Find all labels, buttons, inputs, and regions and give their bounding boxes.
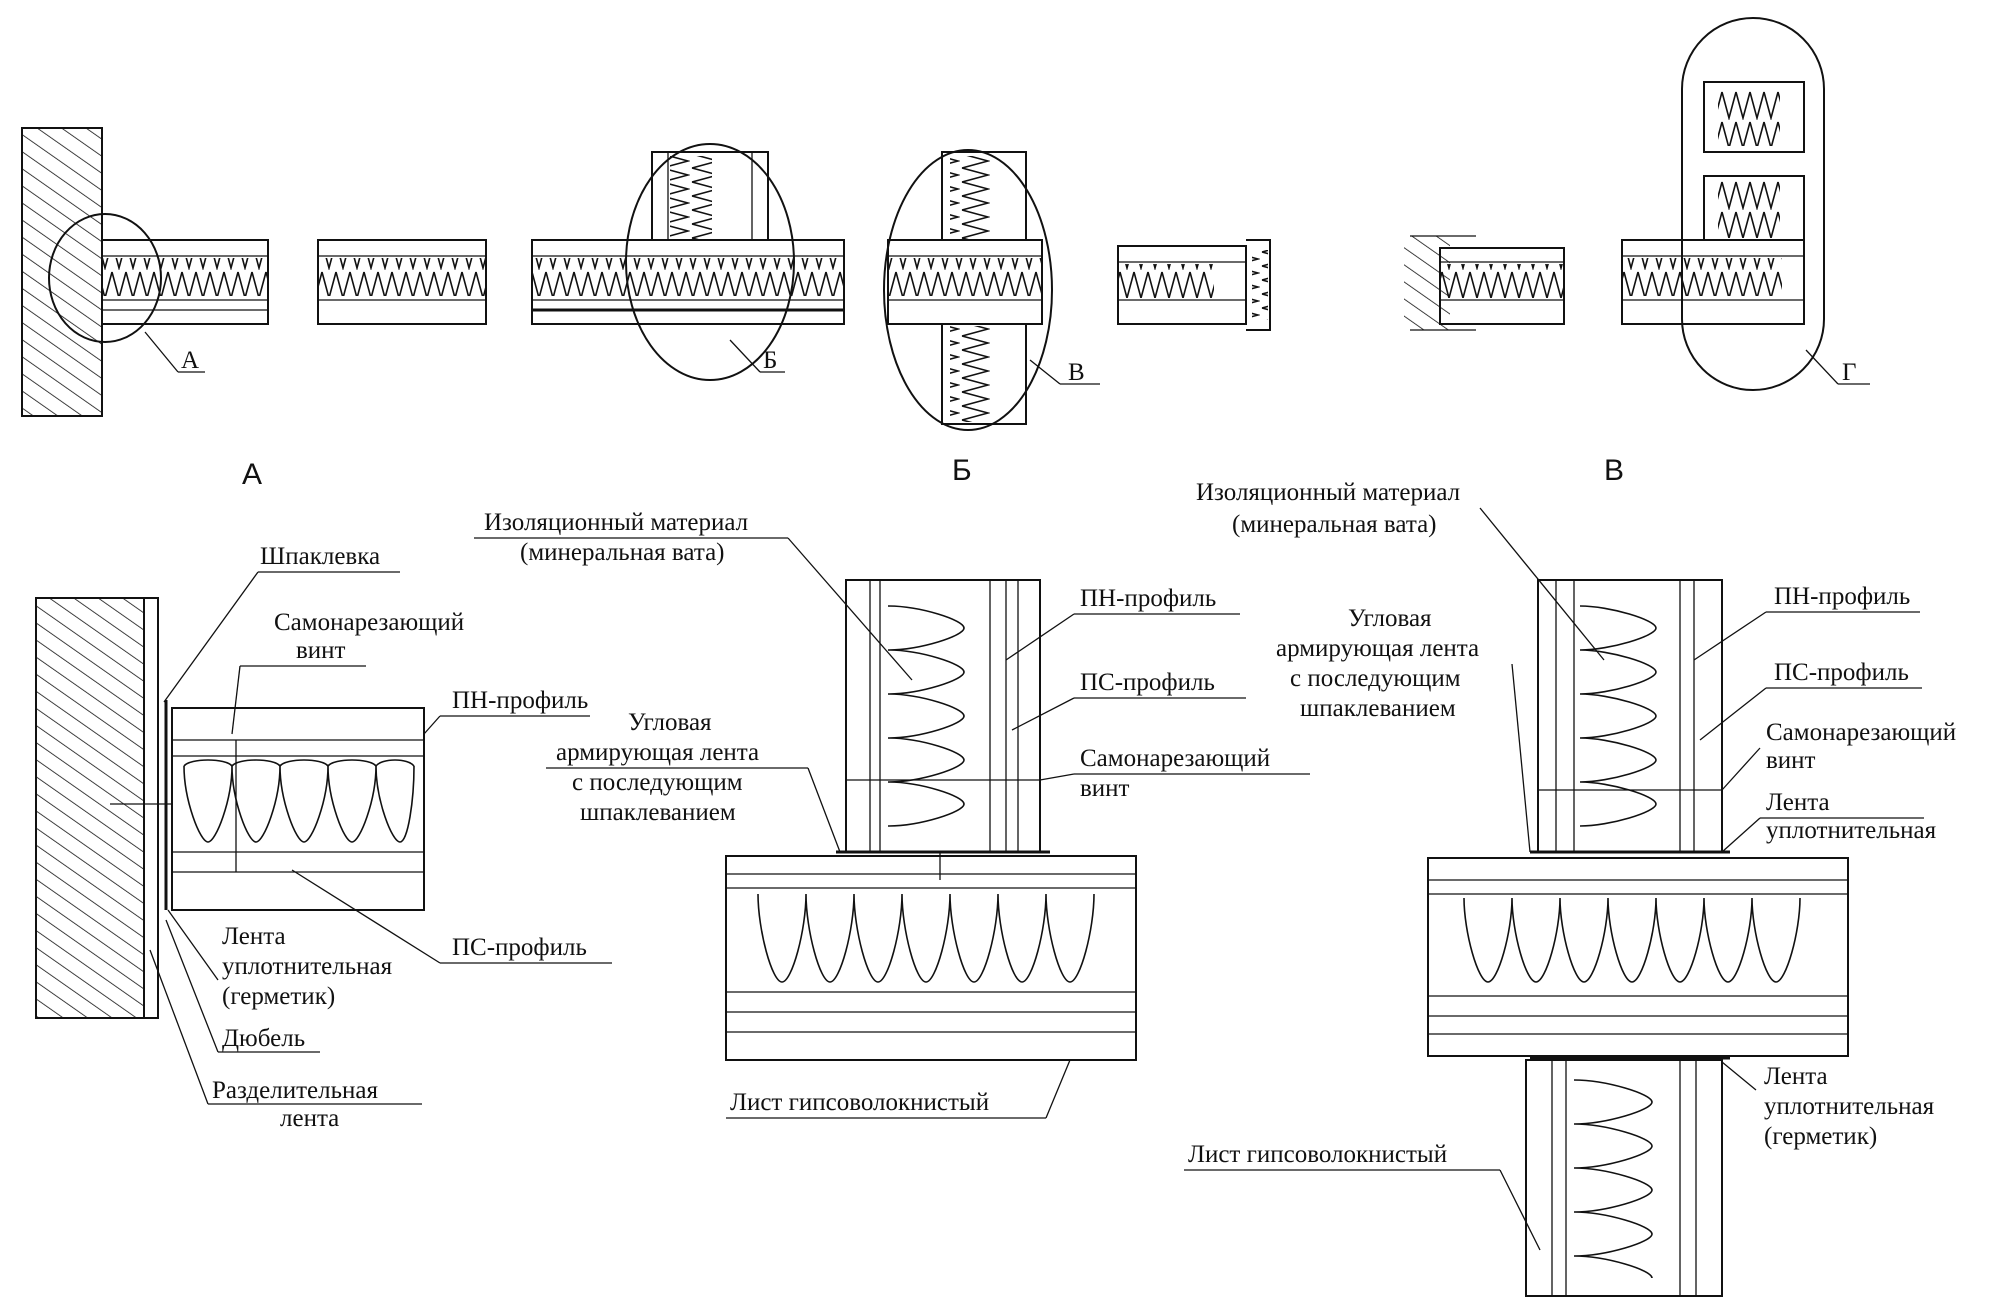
label-seal-a-2: уплотнительная xyxy=(222,953,393,980)
label-seal-v-bottom-3: (герметик) xyxy=(1764,1123,1877,1150)
label-seal-v-bottom-1: Лента xyxy=(1764,1063,1828,1090)
label-ps-profile-b: ПС-профиль xyxy=(1080,669,1215,696)
label-seal-a-1: Лента xyxy=(222,923,286,950)
label-corner-tape-b-2: армирующая лента xyxy=(556,739,759,766)
label-screw-b-2: винт xyxy=(1080,775,1130,802)
label-ps-profile-v: ПС-профиль xyxy=(1774,659,1909,686)
label-corner-tape-v-2: армирующая лента xyxy=(1276,635,1479,662)
label-insulation-v-1: Изоляционный материал xyxy=(1196,479,1460,506)
label-gypsum-sheet-v: Лист гипсоволокнистый xyxy=(1188,1141,1447,1168)
label-corner-tape-b-4: шпаклеванием xyxy=(580,799,736,826)
overview-cross-junction-v xyxy=(887,151,1043,425)
label-separating-tape-2: лента xyxy=(280,1105,339,1132)
label-corner-tape-v-3: с последующим xyxy=(1290,665,1461,692)
overview-wall-2 xyxy=(317,239,487,325)
label-gypsum-sheet-b: Лист гипсоволокнистый xyxy=(730,1089,989,1116)
label-screw-b-1: Самонарезающий xyxy=(1080,745,1270,772)
callout-b: Б xyxy=(763,347,777,374)
detail-a-labels: Шпаклевка Самонарезающий винт ПН-профиль… xyxy=(149,543,612,1132)
detail-a-insulation xyxy=(183,759,415,843)
label-pn-profile-v: ПН-профиль xyxy=(1774,583,1910,610)
overview-t-junction-b xyxy=(531,151,845,325)
detail-v xyxy=(1427,579,1849,1297)
label-seal-v-top-2: уплотнительная xyxy=(1766,817,1937,844)
detail-b-labels: Изоляционный материал (минеральная вата)… xyxy=(474,509,1310,1119)
detail-a-masonry xyxy=(35,597,145,1019)
label-corner-tape-b-1: Угловая xyxy=(628,709,712,736)
label-seal-v-top-1: Лента xyxy=(1766,789,1830,816)
label-insulation-b-1: Изоляционный материал xyxy=(484,509,748,536)
label-screw-v-2: винт xyxy=(1766,747,1816,774)
callout-g: Г xyxy=(1842,359,1856,386)
callout-a: А xyxy=(181,347,199,374)
overview-wall-1 xyxy=(101,239,269,325)
label-corner-tape-v-1: Угловая xyxy=(1348,605,1432,632)
label-putty: Шпаклевка xyxy=(260,543,380,570)
label-pn-profile-b: ПН-профиль xyxy=(1080,585,1216,612)
overview-wall-end xyxy=(1117,239,1271,331)
label-screw-v-1: Самонарезающий xyxy=(1766,719,1956,746)
label-screw-a-2: винт xyxy=(296,637,346,664)
detail-v-labels: Изоляционный материал (минеральная вата)… xyxy=(1184,479,1956,1251)
label-ps-profile-a: ПС-профиль xyxy=(452,934,587,961)
callout-v: В xyxy=(1068,359,1085,386)
label-seal-v-bottom-2: уплотнительная xyxy=(1764,1093,1935,1120)
detail-v-title: В xyxy=(1604,454,1624,487)
overview-corner-junction-g xyxy=(1621,81,1805,325)
label-dowel: Дюбель xyxy=(222,1025,305,1052)
detail-b-title: Б xyxy=(952,454,972,487)
label-screw-a-1: Самонарезающий xyxy=(274,609,464,636)
detail-b xyxy=(725,579,1137,1061)
label-pn-profile-a: ПН-профиль xyxy=(452,687,588,714)
label-seal-a-3: (герметик) xyxy=(222,983,335,1010)
label-insulation-v-2: (минеральная вата) xyxy=(1232,511,1437,538)
masonry-wall xyxy=(21,127,103,417)
detail-a xyxy=(35,597,425,1019)
overview-section: А Б xyxy=(21,17,1870,431)
detail-a-title: А xyxy=(242,458,262,491)
label-separating-tape-1: Разделительная xyxy=(212,1077,378,1104)
label-corner-tape-v-4: шпаклеванием xyxy=(1300,695,1456,722)
label-corner-tape-b-3: с последующим xyxy=(572,769,743,796)
label-insulation-b-2: (минеральная вата) xyxy=(520,539,725,566)
overview-floor-junction xyxy=(1404,235,1565,331)
